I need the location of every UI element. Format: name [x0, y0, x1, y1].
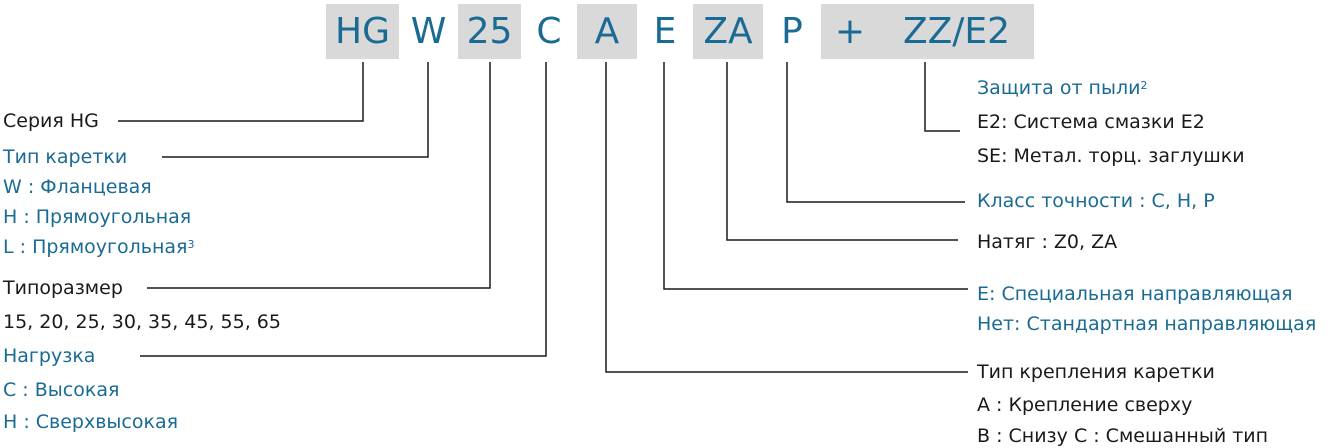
dust-e2: E2: Система смазки E2	[977, 111, 1205, 133]
mount-bc: B : Снизу C : Смешанный тип	[977, 425, 1269, 447]
carriage-type-h: H : Прямоугольная	[3, 206, 192, 228]
code-size: 25	[458, 4, 521, 59]
footnote-3: 3	[187, 238, 195, 251]
load-h: H : Сверхвысокая	[3, 411, 179, 433]
line-accuracy	[786, 62, 965, 203]
size-values: 15, 20, 25, 30, 35, 45, 55, 65	[3, 311, 281, 333]
mount-a: A : Крепление сверху	[977, 394, 1193, 416]
rail-e: E: Специальная направляющая	[977, 283, 1293, 305]
line-size	[147, 62, 491, 289]
carriage-type-l: L : Прямоугольная3	[3, 236, 195, 258]
code-preload: ZA	[693, 4, 763, 59]
load-title: Нагрузка	[3, 345, 96, 367]
code-series: HG	[326, 4, 399, 59]
code-accuracy: P	[781, 11, 803, 52]
line-preload	[726, 62, 958, 241]
line-dust	[924, 62, 960, 132]
dust-title: Защита от пыли2	[977, 77, 1148, 99]
code-dust: ZZ/E2	[879, 4, 1034, 59]
carriage-type-title: Тип каретки	[3, 146, 128, 168]
line-series	[118, 62, 364, 122]
accuracy-label: Класс точности : C, H, P	[977, 190, 1215, 212]
series-label: Серия HG	[3, 110, 99, 132]
code-load: C	[536, 11, 562, 52]
load-c: C : Высокая	[3, 379, 120, 401]
line-load	[140, 62, 547, 357]
dust-se: SE: Метал. торц. заглушки	[977, 145, 1245, 167]
mount-title: Тип крепления каретки	[977, 361, 1215, 383]
footnote-2: 2	[1140, 79, 1148, 92]
size-title: Типоразмер	[3, 277, 123, 299]
code-mount: A	[577, 4, 637, 59]
rail-none: Нет: Стандартная направляющая	[977, 313, 1317, 335]
line-rail	[663, 62, 968, 290]
code-carriage-type: W	[410, 11, 447, 52]
line-carriage-type	[162, 62, 429, 158]
line-mount	[605, 62, 968, 373]
code-plus: +	[821, 4, 879, 59]
code-rail: E	[653, 11, 677, 52]
preload-label: Натяг : Z0, ZA	[977, 231, 1118, 253]
carriage-type-w: W : Фланцевая	[3, 176, 152, 198]
